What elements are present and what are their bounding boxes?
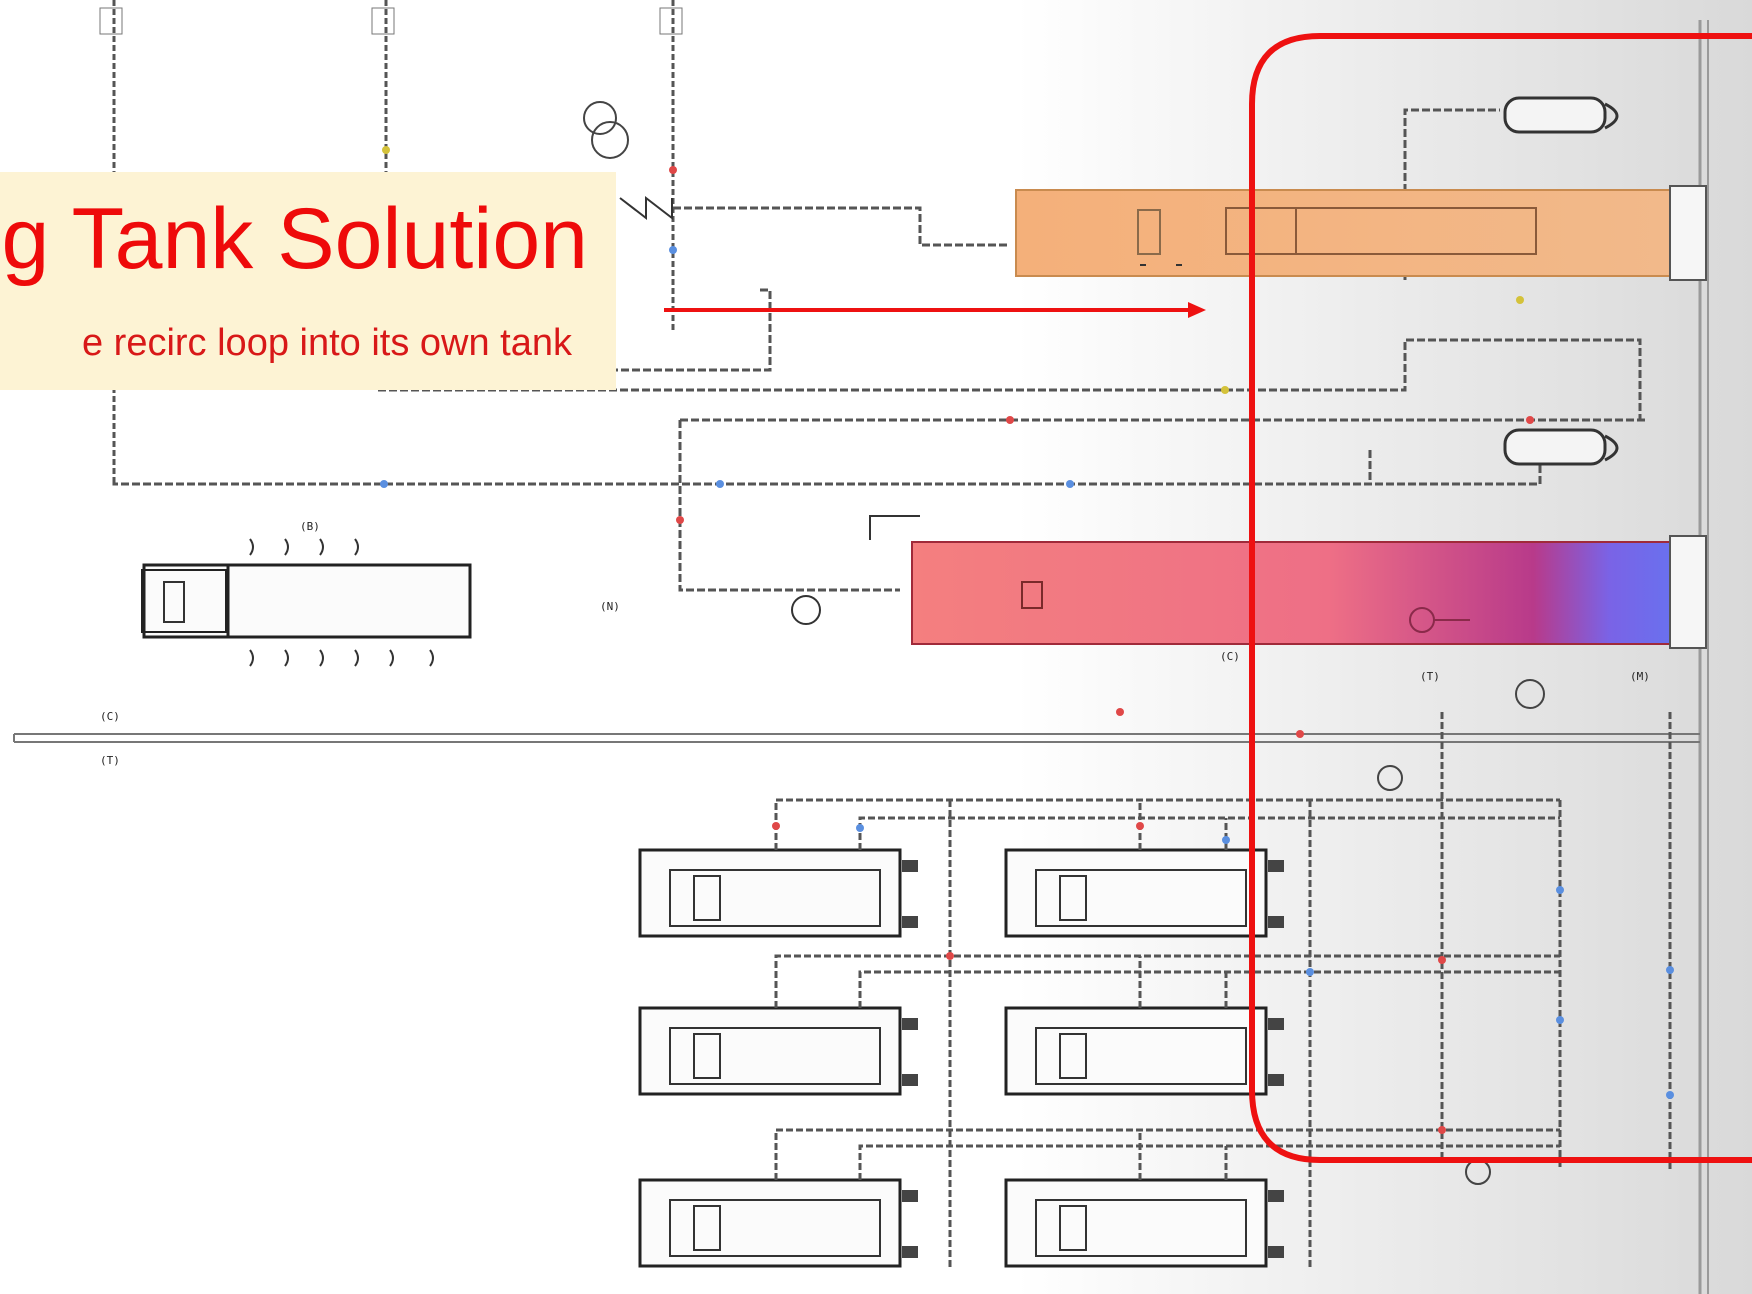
tag-labels: (B) (C) (T) (N) (C) (T) (M): [100, 520, 1650, 767]
boiler-unit: [638, 1178, 918, 1268]
valve-icon: [619, 195, 673, 221]
pump-icon: [791, 595, 821, 625]
callout-box: g Tank Solution e recirc loop into its o…: [0, 172, 616, 390]
boiler-bank: [638, 848, 1284, 1268]
callout-subtitle: e recirc loop into its own tank: [81, 322, 572, 364]
boiler-markers: [772, 822, 1674, 1134]
control-panel-block: [141, 538, 472, 667]
svg-text:(M): (M): [1630, 670, 1650, 683]
gauge-icon: [583, 101, 617, 135]
svg-text:(T): (T): [1420, 670, 1440, 683]
pump-icon: [1377, 679, 1545, 1185]
hot-water-tank: [791, 515, 1707, 649]
top-line-tags: [99, 7, 683, 221]
svg-text:(N): (N): [600, 600, 620, 613]
boiler-unit: [638, 848, 918, 938]
boiler-unit: [638, 1006, 918, 1096]
gauge-icon: [591, 121, 629, 159]
heater-icon: [1503, 96, 1607, 134]
svg-text:(B): (B): [300, 520, 320, 533]
svg-text:(C): (C): [1220, 650, 1240, 663]
boiler-unit: [1004, 1006, 1284, 1096]
boiler-unit: [1004, 1178, 1284, 1268]
callout-title: g Tank Solution: [1, 191, 588, 287]
main-header-pipe: [13, 733, 1700, 743]
callout-arrow: [664, 302, 1206, 318]
storage-tank: [1015, 185, 1707, 281]
heater-unit-top: [1503, 96, 1619, 466]
boiler-unit: [1004, 848, 1284, 938]
svg-text:(T): (T): [100, 754, 120, 767]
svg-text:(C): (C): [100, 710, 120, 723]
highlight-region: [1249, 33, 1752, 1163]
